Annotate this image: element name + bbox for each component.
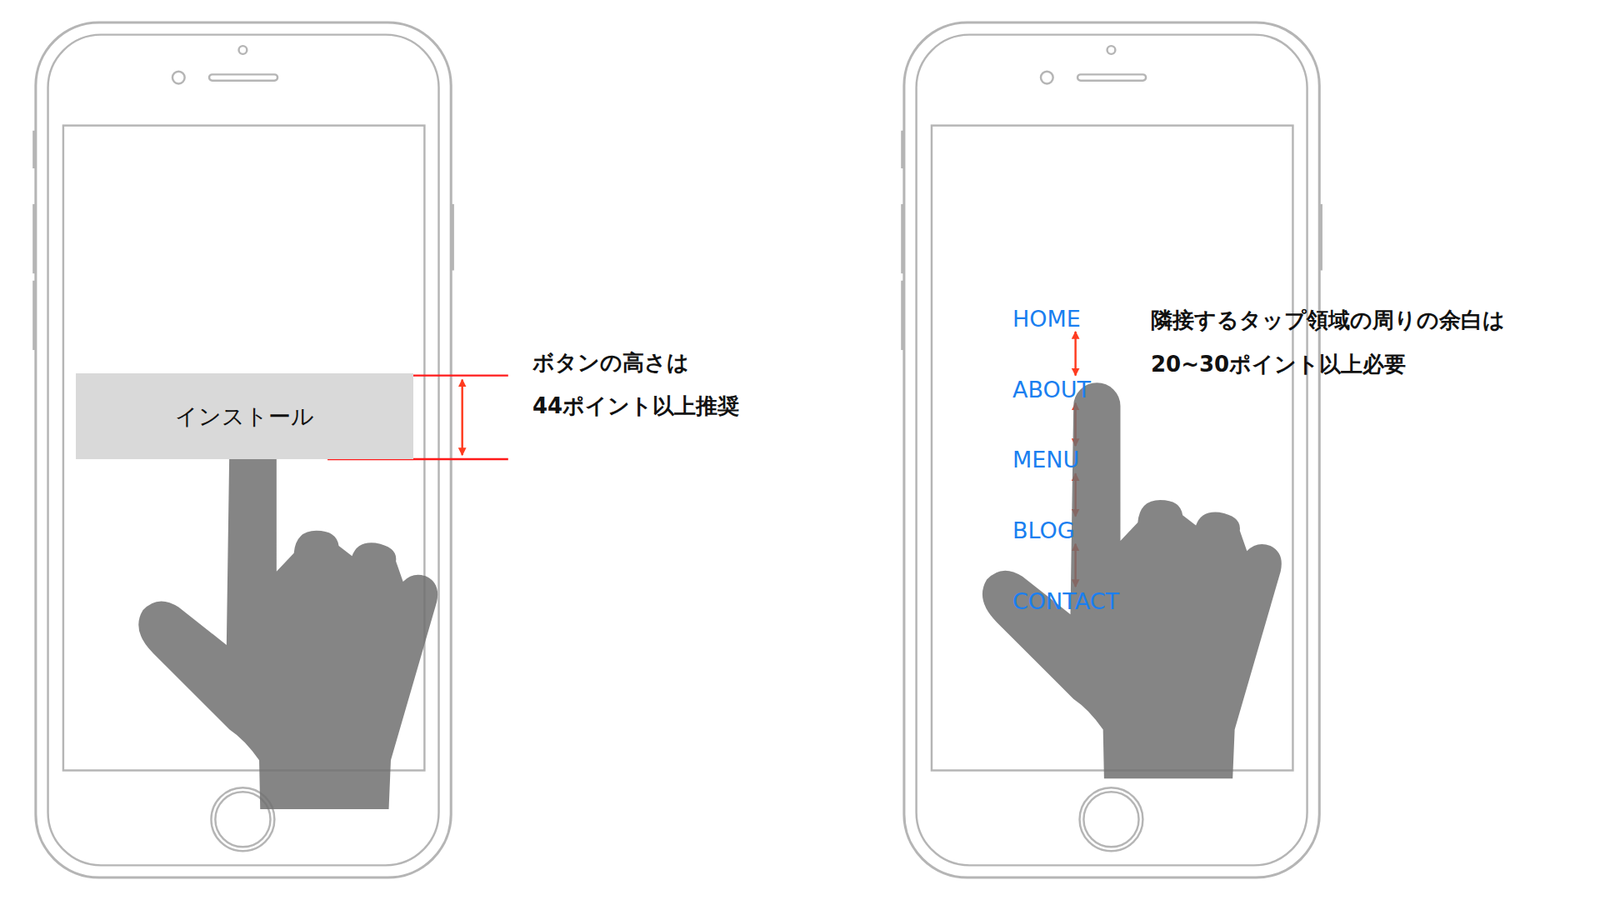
spacing-note: 隣接するタップ領域の周りの余白は bbox=[1150, 305, 1505, 335]
menu-item: CONTACT bbox=[1012, 588, 1120, 615]
menu-item: HOME bbox=[1012, 305, 1081, 332]
button-label: インストール bbox=[175, 401, 315, 432]
button-box: インストール bbox=[75, 373, 414, 460]
menu-item: ABOUT bbox=[1012, 376, 1091, 403]
spacing-note: 20~30ポイント以上必要 bbox=[1150, 350, 1406, 380]
dimension-note: 44ポイント以上推奨 bbox=[532, 391, 740, 421]
dimension-note: ボタンの高さは bbox=[532, 348, 690, 378]
menu-item: MENU bbox=[1012, 446, 1080, 473]
menu-item: BLOG bbox=[1012, 517, 1075, 544]
